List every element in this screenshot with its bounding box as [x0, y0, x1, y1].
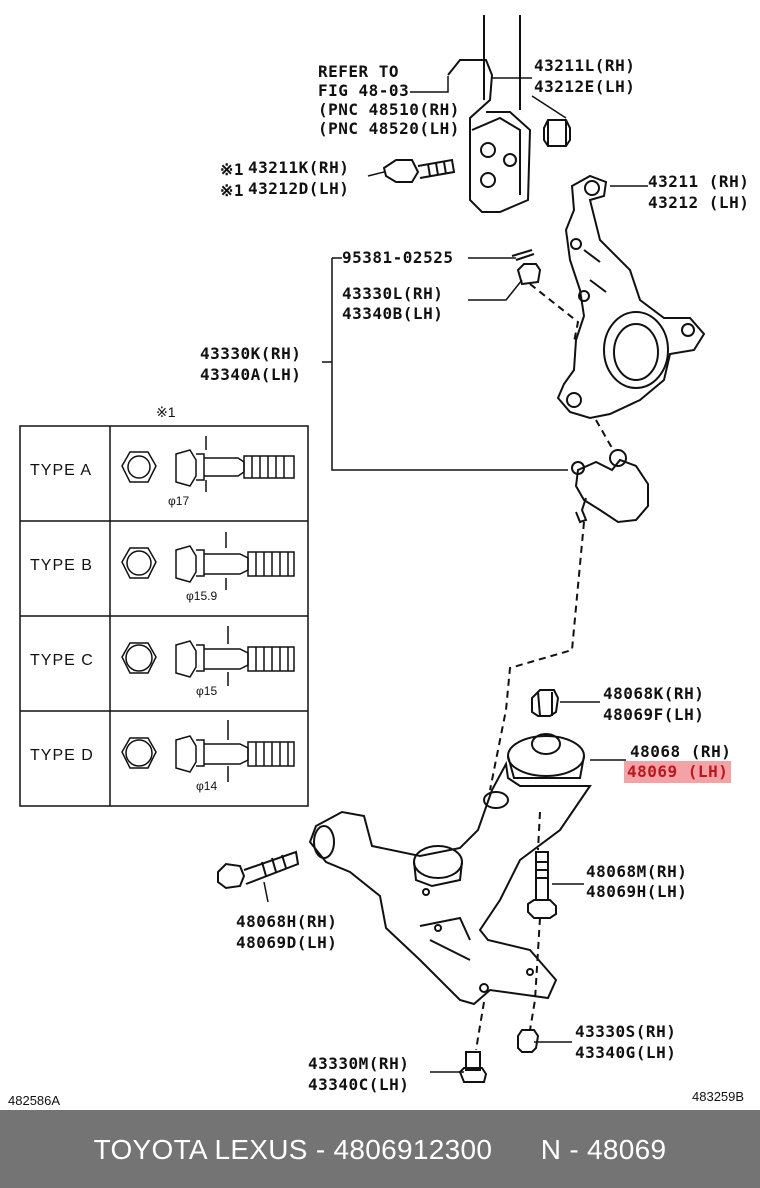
callout-43340A[interactable]: 43340A(LH) — [200, 365, 302, 384]
note-mark-1: ※1 — [220, 160, 245, 179]
callout-43330M[interactable]: 43330M(RH) — [308, 1054, 410, 1073]
callout-48068K[interactable]: 48068K(RH) — [603, 684, 705, 703]
type-b-label: TYPE B — [30, 557, 93, 574]
type-c-diameter: φ15 — [196, 684, 218, 698]
types-table — [19, 425, 309, 807]
types-table-header: ※1 — [156, 404, 176, 420]
knuckle-drawing — [556, 174, 706, 420]
callout-43212[interactable]: 43212 (LH) — [648, 193, 750, 212]
callout-43212E[interactable]: 43212E(LH) — [534, 77, 636, 96]
type-a-diameter: φ17 — [168, 494, 190, 508]
type-c-bolt — [121, 626, 295, 686]
type-a-label: TYPE A — [30, 462, 93, 479]
callout-43211L[interactable]: 43211L(RH) — [534, 56, 636, 75]
nut-43330S-drawing — [517, 1029, 540, 1053]
refer-note-line-2: FIG 48-03 — [318, 81, 410, 100]
bolt-43330M-drawing — [458, 1051, 488, 1083]
callout-48069-highlighted[interactable]: 48069 (LH) — [624, 761, 732, 783]
callout-43330S[interactable]: 43330S(RH) — [575, 1022, 677, 1041]
callout-48069D[interactable]: 48069D(LH) — [236, 933, 338, 952]
nut-48068K-drawing — [531, 689, 560, 717]
footer-part-number: TOYOTA LEXUS - 4806912300 N - 48069 — [93, 1134, 667, 1165]
type-a-bolt — [121, 436, 295, 492]
bolt-43211K-drawing — [382, 158, 456, 183]
refer-note-line-1: REFER TO — [318, 62, 400, 81]
refer-note-line-4: (PNC 48520(LH) — [318, 119, 460, 138]
footer-bar — [0, 1110, 760, 1188]
parts-diagram — [19, 15, 706, 1083]
callout-43340C[interactable]: 43340C(LH) — [308, 1075, 410, 1094]
cotter-nut-drawing — [511, 249, 542, 286]
bushing-48069-drawing — [507, 733, 585, 779]
note-mark-2: ※1 — [220, 181, 245, 200]
callout-48069F[interactable]: 48069F(LH) — [603, 705, 705, 724]
corner-code-left: 482586A — [8, 1093, 61, 1108]
callout-48068H[interactable]: 48068H(RH) — [236, 912, 338, 931]
callout-43211K[interactable]: 43211K(RH) — [248, 158, 350, 177]
callout-48069H[interactable]: 48069H(LH) — [586, 882, 688, 901]
type-b-diameter: φ15.9 — [186, 589, 218, 603]
callout-43211[interactable]: 43211 (RH) — [648, 172, 750, 191]
callout-43340B[interactable]: 43340B(LH) — [342, 304, 444, 323]
lower-arm-drawing — [308, 760, 592, 1006]
corner-code-right: 483259B — [692, 1089, 745, 1104]
callout-48068M[interactable]: 48068M(RH) — [586, 862, 688, 881]
type-c-label: TYPE C — [30, 652, 94, 669]
callout-48068[interactable]: 48068 (RH) — [630, 742, 732, 761]
nut-43211L-drawing — [543, 119, 571, 147]
strut-drawing — [447, 15, 532, 213]
type-d-bolt — [121, 720, 295, 782]
bolt-48068H-drawing — [217, 850, 300, 890]
bolt-48068M-drawing — [527, 851, 557, 919]
ball-joint-drawing — [571, 449, 649, 524]
type-d-diameter: φ14 — [196, 779, 218, 793]
callout-43212D[interactable]: 43212D(LH) — [248, 179, 350, 198]
callout-43330L[interactable]: 43330L(RH) — [342, 284, 444, 303]
type-d-label: TYPE D — [30, 747, 94, 764]
callout-95381[interactable]: 95381-02525 — [342, 248, 454, 267]
refer-note-line-3: (PNC 48510(RH) — [318, 100, 460, 119]
callout-43340G[interactable]: 43340G(LH) — [575, 1043, 677, 1062]
type-b-bolt — [121, 532, 295, 590]
callout-43330K[interactable]: 43330K(RH) — [200, 344, 302, 363]
